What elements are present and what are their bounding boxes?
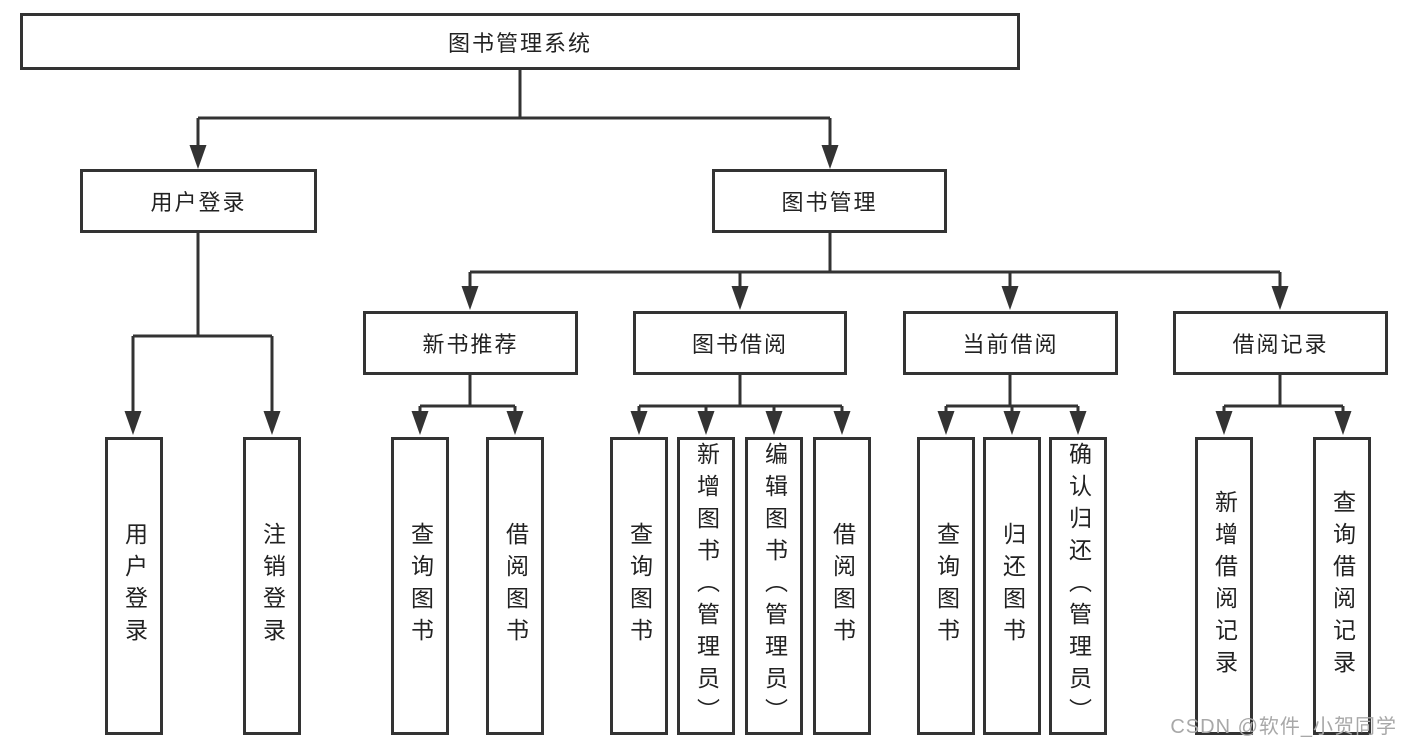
arrowhead-icon [1001,286,1019,310]
node-root: 图书管理系统 [20,13,1020,70]
arrowhead-icon [1003,411,1021,435]
leaf-recommend-borrow-books-label: 借阅图书 [502,522,528,650]
leaf-user-login-label: 用户登录 [121,522,147,650]
node-current-borrowing: 当前借阅 [903,311,1118,375]
node-root-label: 图书管理系统 [447,30,592,56]
node-book-borrowing: 图书借阅 [633,311,847,375]
leaf-return-books: 归还图书 [983,437,1041,735]
arrowhead-icon [833,411,851,435]
leaf-logout: 注销登录 [243,437,301,735]
node-new-book-recommendation-label: 新书推荐 [422,332,519,357]
leaf-borrow-books-label: 借阅图书 [829,522,855,650]
leaf-query-borrow-record: 查询借阅记录 [1313,437,1371,735]
arrowhead-icon [506,411,524,435]
node-book-management-label: 图书管理 [781,190,878,215]
leaf-query-borrow-record-label: 查询借阅记录 [1329,490,1355,682]
arrowhead-icon [124,411,142,435]
leaf-edit-books-admin-label: 编辑图书（管理员） [761,442,787,730]
leaf-confirm-return-admin: 确认归还（管理员） [1049,437,1107,735]
node-book-management: 图书管理 [712,169,947,233]
arrowhead-icon [411,411,429,435]
edge-borrowing-records-to-leaves [1222,375,1345,414]
leaf-borrow-query-books: 查询图书 [610,437,668,735]
edge-root-to-level2 [196,70,832,147]
leaf-logout-label: 注销登录 [259,522,285,650]
arrowhead-icon [461,286,479,310]
leaf-add-borrow-record-label: 新增借阅记录 [1211,490,1237,682]
arrowhead-icon [821,145,839,169]
node-new-book-recommendation: 新书推荐 [363,311,578,375]
arrowhead-icon [697,411,715,435]
arrowhead-icon [1334,411,1352,435]
node-book-borrowing-label: 图书借阅 [691,332,788,357]
node-borrowing-records: 借阅记录 [1173,311,1388,375]
leaf-edit-books-admin: 编辑图书（管理员） [745,437,803,735]
node-borrowing-records-label: 借阅记录 [1232,332,1329,357]
node-current-borrowing-label: 当前借阅 [962,332,1059,357]
arrowhead-icon [937,411,955,435]
edge-book-borrowing-to-leaves [637,375,844,414]
arrowhead-icon [189,145,207,169]
arrowhead-icon [765,411,783,435]
arrowhead-icon [1215,411,1233,435]
leaf-current-query-books-label: 查询图书 [933,522,959,650]
leaf-return-books-label: 归还图书 [999,522,1025,650]
edge-user-login-to-leaves [131,233,274,413]
arrowhead-icon [263,411,281,435]
edge-new-book-recommendation-to-leaves [418,375,517,414]
leaf-recommend-borrow-books: 借阅图书 [486,437,544,735]
arrowhead-icon [1271,286,1289,310]
leaf-recommend-query-books-label: 查询图书 [407,522,433,650]
leaf-user-login: 用户登录 [105,437,163,735]
leaf-recommend-query-books: 查询图书 [391,437,449,735]
arrowhead-icon [731,286,749,310]
arrowhead-icon [630,411,648,435]
leaf-confirm-return-admin-label: 确认归还（管理员） [1065,442,1091,730]
arrowhead-icon [1069,411,1087,435]
leaf-current-query-books: 查询图书 [917,437,975,735]
csdn-watermark: CSDN @软件_小贺同学 [1170,716,1397,738]
leaf-borrow-query-books-label: 查询图书 [626,522,652,650]
edge-book-management-to-level3 [468,233,1282,289]
leaf-add-borrow-record: 新增借阅记录 [1195,437,1253,735]
leaf-add-books-admin-label: 新增图书（管理员） [693,442,719,730]
node-user-login: 用户登录 [80,169,317,233]
leaf-add-books-admin: 新增图书（管理员） [677,437,735,735]
edge-current-borrowing-to-leaves [944,375,1080,414]
leaf-borrow-books: 借阅图书 [813,437,871,735]
node-user-login-label: 用户登录 [150,190,247,215]
